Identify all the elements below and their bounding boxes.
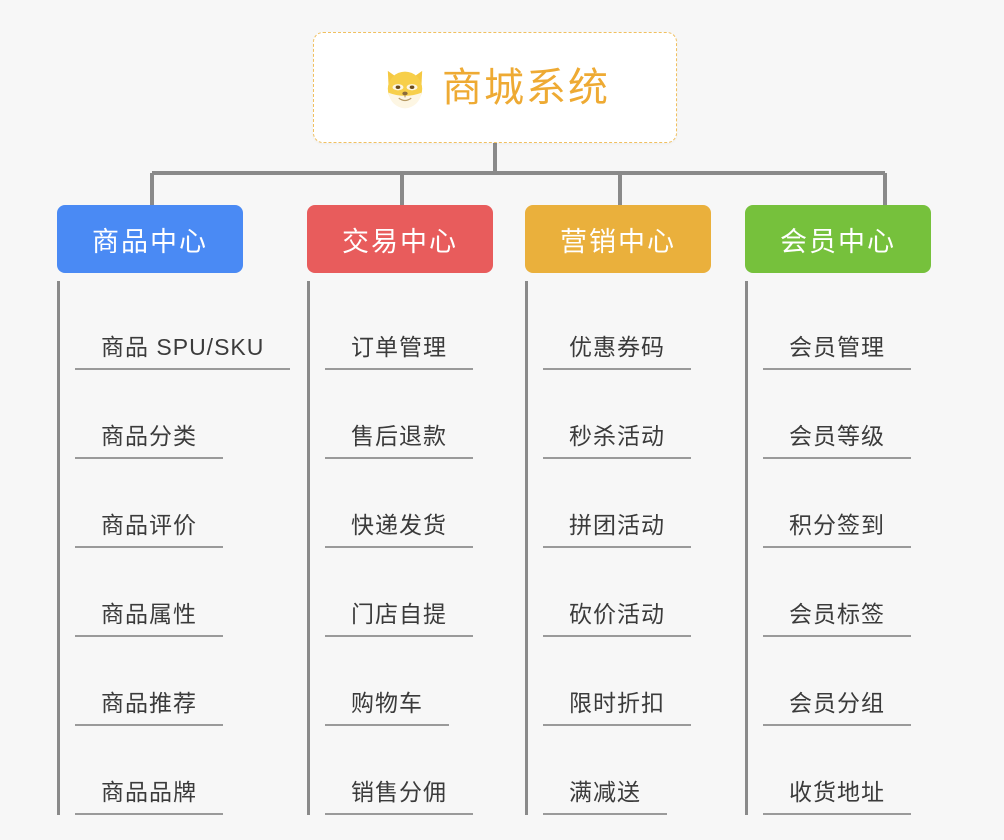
leaf-item[interactable]: 满减送 — [543, 726, 755, 815]
leaf-label: 快递发货 — [325, 512, 473, 548]
category-column-3: 会员中心 会员管理 会员等级 积分签到 会员标签 会员分组 收货地址 — [745, 205, 975, 815]
leaf-item[interactable]: 门店自提 — [325, 548, 537, 637]
leaf-item[interactable]: 会员管理 — [763, 281, 975, 370]
leaf-item[interactable]: 商品 SPU/SKU — [75, 281, 291, 370]
leaf-list-2: 优惠券码 秒杀活动 拼团活动 砍价活动 限时折扣 满减送 — [525, 281, 755, 815]
leaf-item[interactable]: 商品分类 — [75, 370, 287, 459]
leaf-label: 会员分组 — [763, 690, 911, 726]
leaf-label: 购物车 — [325, 690, 449, 726]
leaf-item[interactable]: 积分签到 — [763, 459, 975, 548]
leaf-item[interactable]: 会员分组 — [763, 637, 975, 726]
leaf-label: 商品分类 — [75, 423, 223, 459]
leaf-item[interactable]: 商品属性 — [75, 548, 287, 637]
leaf-label: 会员标签 — [763, 601, 911, 637]
category-label-2: 营销中心 — [560, 226, 676, 257]
leaf-item[interactable]: 会员等级 — [763, 370, 975, 459]
category-header-1[interactable]: 交易中心 — [307, 205, 493, 273]
leaf-label: 秒杀活动 — [543, 423, 691, 459]
leaf-item[interactable]: 收货地址 — [763, 726, 975, 815]
leaf-item[interactable]: 优惠券码 — [543, 281, 755, 370]
leaf-label: 商品属性 — [75, 601, 223, 637]
leaf-item[interactable]: 商品推荐 — [75, 637, 287, 726]
category-label-1: 交易中心 — [342, 226, 458, 257]
leaf-item[interactable]: 砍价活动 — [543, 548, 755, 637]
leaf-label: 限时折扣 — [543, 690, 691, 726]
leaf-item[interactable]: 订单管理 — [325, 281, 537, 370]
leaf-label: 满减送 — [543, 779, 667, 815]
leaf-item[interactable]: 购物车 — [325, 637, 537, 726]
leaf-label: 收货地址 — [763, 779, 911, 815]
leaf-label: 售后退款 — [325, 423, 473, 459]
leaf-label: 砍价活动 — [543, 601, 691, 637]
leaf-label: 门店自提 — [325, 601, 473, 637]
shiba-dog-face-icon — [387, 70, 423, 108]
leaf-label: 订单管理 — [325, 334, 473, 370]
leaf-item[interactable]: 商品品牌 — [75, 726, 287, 815]
category-column-0: 商品中心 商品 SPU/SKU 商品分类 商品评价 商品属性 商品推荐 商品品牌 — [57, 205, 291, 815]
leaf-label: 会员等级 — [763, 423, 911, 459]
category-column-1: 交易中心 订单管理 售后退款 快递发货 门店自提 购物车 销售分佣 — [307, 205, 537, 815]
leaf-item[interactable]: 秒杀活动 — [543, 370, 755, 459]
leaf-label: 积分签到 — [763, 512, 911, 548]
leaf-item[interactable]: 快递发货 — [325, 459, 537, 548]
leaf-list-3: 会员管理 会员等级 积分签到 会员标签 会员分组 收货地址 — [745, 281, 975, 815]
root-title: 商城系统 — [442, 65, 610, 110]
root-node[interactable]: 商城系统 — [313, 32, 677, 143]
category-header-2[interactable]: 营销中心 — [525, 205, 711, 273]
category-header-3[interactable]: 会员中心 — [745, 205, 931, 273]
leaf-item[interactable]: 售后退款 — [325, 370, 537, 459]
leaf-item[interactable]: 拼团活动 — [543, 459, 755, 548]
leaf-item[interactable]: 销售分佣 — [325, 726, 537, 815]
category-column-2: 营销中心 优惠券码 秒杀活动 拼团活动 砍价活动 限时折扣 满减送 — [525, 205, 755, 815]
category-header-0[interactable]: 商品中心 — [57, 205, 243, 273]
leaf-label: 优惠券码 — [543, 334, 691, 370]
leaf-label: 销售分佣 — [325, 779, 473, 815]
leaf-list-1: 订单管理 售后退款 快递发货 门店自提 购物车 销售分佣 — [307, 281, 537, 815]
leaf-item[interactable]: 限时折扣 — [543, 637, 755, 726]
leaf-label: 商品评价 — [75, 512, 223, 548]
leaf-label: 会员管理 — [763, 334, 911, 370]
leaf-item[interactable]: 商品评价 — [75, 459, 287, 548]
leaf-list-0: 商品 SPU/SKU 商品分类 商品评价 商品属性 商品推荐 商品品牌 — [57, 281, 291, 815]
category-label-0: 商品中心 — [92, 226, 208, 257]
leaf-item[interactable]: 会员标签 — [763, 548, 975, 637]
leaf-label: 商品品牌 — [75, 779, 223, 815]
leaf-label: 拼团活动 — [543, 512, 691, 548]
leaf-label: 商品推荐 — [75, 690, 223, 726]
category-label-3: 会员中心 — [780, 226, 896, 257]
leaf-label: 商品 SPU/SKU — [75, 334, 291, 370]
